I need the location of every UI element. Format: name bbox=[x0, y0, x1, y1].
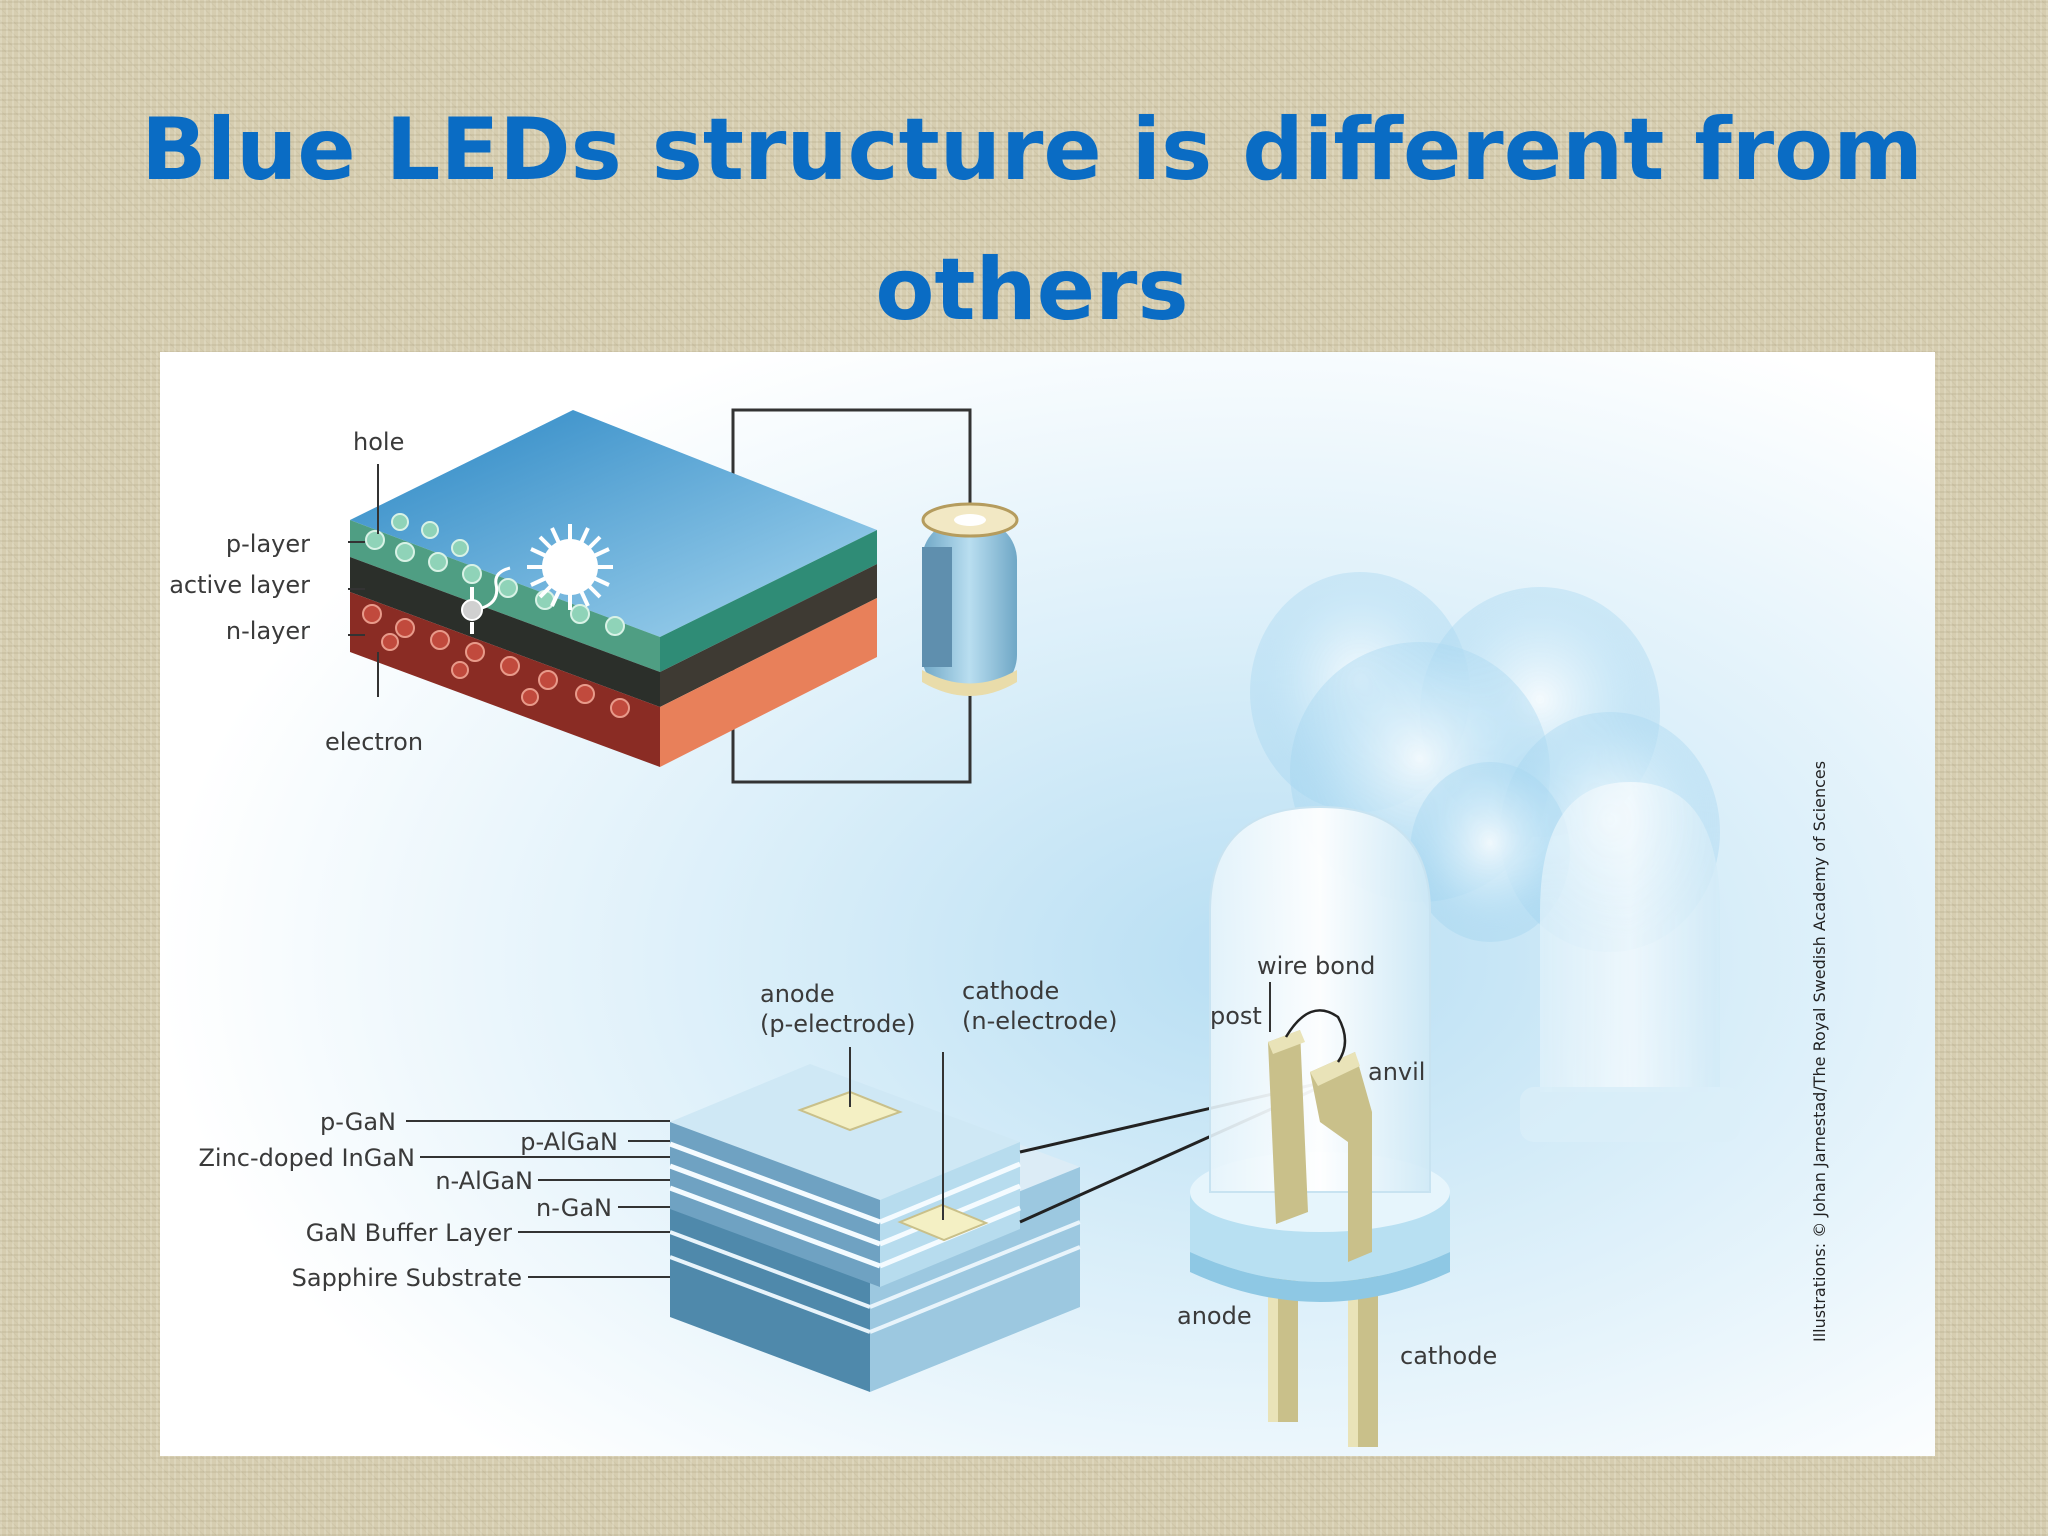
hole-label: hole bbox=[353, 428, 404, 456]
p-gan-label: p-GaN bbox=[320, 1108, 396, 1136]
n-layer-label: n-layer bbox=[226, 617, 310, 645]
cathode-label: cathode bbox=[962, 977, 1059, 1005]
led-anode-label: anode bbox=[1177, 1302, 1252, 1330]
p-algan-label: p-AlGaN bbox=[520, 1128, 618, 1156]
led-structure-illustration: hole p-layer active layer n-layer electr… bbox=[160, 352, 1935, 1456]
sapphire-substrate-label: Sapphire Substrate bbox=[292, 1264, 522, 1292]
p-layer-label: p-layer bbox=[226, 530, 310, 558]
chip-layer-stack: anode (p-electrode) cathode (n-electrode… bbox=[198, 977, 1339, 1392]
background-led-bulbs bbox=[1250, 572, 1740, 1142]
n-gan-label: n-GaN bbox=[536, 1194, 612, 1222]
anode-electrode bbox=[797, 1090, 903, 1132]
cathode-electrode bbox=[897, 1203, 989, 1242]
anode-label: anode bbox=[760, 980, 835, 1008]
slide-title: Blue LEDs structure is different from ot… bbox=[141, 100, 1923, 340]
active-layer-label: active layer bbox=[169, 571, 310, 599]
light-burst-icon bbox=[527, 524, 613, 610]
anode-sub-label: (p-electrode) bbox=[760, 1010, 915, 1038]
post-label: post bbox=[1210, 1002, 1262, 1030]
wire-bond-label: wire bond bbox=[1257, 952, 1375, 980]
zinc-doped-ingan-label: Zinc-doped InGaN bbox=[198, 1144, 415, 1172]
gan-buffer-layer-label: GaN Buffer Layer bbox=[306, 1219, 512, 1247]
anvil-label: anvil bbox=[1368, 1058, 1425, 1086]
battery-icon bbox=[921, 502, 1019, 696]
illustration-credit: Illustrations: © Johan Jarnestad/The Roy… bbox=[1810, 761, 1829, 1342]
cathode-sub-label: (n-electrode) bbox=[962, 1007, 1117, 1035]
electron-label: electron bbox=[325, 728, 423, 756]
led-package: wire bond post anvil anode cathode bbox=[1177, 805, 1497, 1447]
pn-junction-block: hole p-layer active layer n-layer electr… bbox=[169, 408, 1019, 784]
n-algan-label: n-AlGaN bbox=[435, 1167, 533, 1195]
led-cathode-label: cathode bbox=[1400, 1342, 1497, 1370]
